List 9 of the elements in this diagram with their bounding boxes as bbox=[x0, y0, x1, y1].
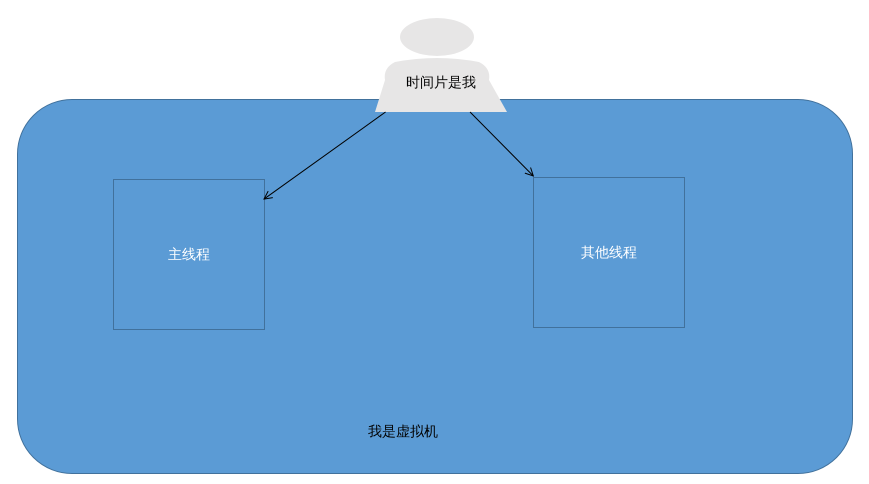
arrow bbox=[264, 112, 386, 200]
thread-box bbox=[533, 177, 685, 328]
label: 其他线程 bbox=[581, 244, 637, 262]
thread-box bbox=[113, 179, 265, 330]
arrow bbox=[470, 112, 534, 176]
rounded-panel bbox=[17, 99, 853, 474]
label: 主线程 bbox=[168, 246, 210, 264]
label: 时间片是我 bbox=[406, 74, 476, 92]
panel-label: 我是虚拟机 bbox=[368, 423, 438, 441]
